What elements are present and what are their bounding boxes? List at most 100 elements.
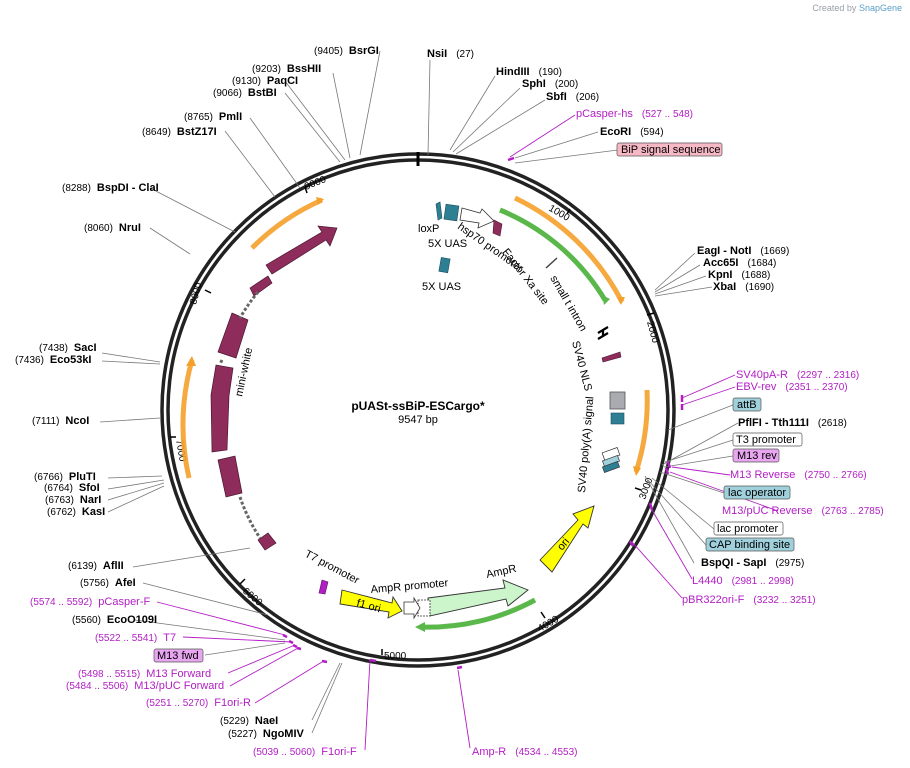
mini-white-gene	[210, 225, 338, 551]
feature-small-t-intron: small t intron	[547, 274, 589, 334]
bip-signal-glyph	[492, 219, 503, 237]
site-kasi: (6762)KasI	[47, 506, 105, 518]
site-ngomiv: (5227)NgoMIV	[228, 728, 305, 740]
primer-f1ori-r: (5251 .. 5270)F1ori-R	[146, 697, 251, 709]
green-arc-ampr	[419, 597, 537, 630]
site-eagi-noti: EagI - NotI(1669)	[697, 245, 789, 257]
tick-5000: 5000	[384, 651, 407, 662]
site-bspdi-clai: (8288)BspDI - ClaI	[62, 182, 159, 194]
boxed-lac-promoter: lac promoter	[717, 523, 778, 535]
ori-arrow	[539, 505, 595, 573]
f1-ori-arrow	[339, 589, 403, 619]
site-ecoo109i: (5560)EcoO109I	[72, 614, 157, 626]
site-kpni: KpnI(1688)	[708, 269, 770, 281]
site-nsii: NsiI(27)	[427, 48, 474, 60]
uas-box-1	[443, 203, 460, 222]
tick-9000: 9000	[303, 174, 328, 193]
box-lac-promoter	[713, 521, 784, 536]
hsp70-promoter-arrow	[459, 207, 495, 229]
site-ecori: EcoRI(594)	[600, 126, 664, 138]
site-sbfi: SbfI(206)	[546, 91, 599, 103]
site-bspqi-sapi: BspQI - SapI(2975)	[701, 557, 804, 569]
boxed-cap-binding-site: CAP binding site	[709, 539, 790, 551]
box-leader-lines	[204, 149, 734, 656]
primer-m13-forward: (5498 .. 5515)M13 Forward	[78, 668, 211, 680]
site-ncoi: (7111)NcoI	[32, 415, 89, 427]
site-afei: (5756)AfeI	[80, 577, 136, 589]
snapgene-brand: SnapGene	[858, 3, 902, 13]
primer-m13-puc-reverse: M13/pUC Reverse(2763 .. 2785)	[722, 505, 884, 517]
primer-m13-puc-forward: (5484 .. 5506)M13/pUC Forward	[66, 680, 224, 692]
boxed-attb: attB	[737, 399, 757, 411]
orange-arc-left	[180, 359, 195, 479]
feature-5x-uas-1: 5X UAS	[428, 238, 467, 250]
feature-factor-xa-site: Factor Xa site	[500, 246, 551, 307]
sv40-nls-glyph	[601, 351, 622, 363]
boxed-lac-operator: lac operator	[728, 487, 786, 499]
boxed-m13-rev: M13 rev	[737, 450, 777, 462]
feature-5x-uas-2: 5X UAS	[422, 281, 461, 293]
feature-sv40-nls: SV40 NLS	[569, 340, 594, 393]
box-m13-rev	[732, 448, 780, 463]
t7-promoter-glyph	[318, 579, 329, 595]
site-naei: (5229)NaeI	[220, 715, 278, 727]
box-lac-operator	[723, 485, 791, 500]
orange-arc-bip	[513, 195, 625, 304]
site-hindiii: HindIII(190)	[496, 66, 562, 78]
site-xbai: XbaI(1690)	[713, 281, 774, 293]
site-nrui: (8060)NruI	[84, 222, 141, 234]
attb-glyph	[609, 391, 626, 410]
site-saci: (7438)SacI	[39, 342, 97, 354]
primer-pcasper-f: (5574 .. 5592)pCasper-F	[30, 596, 151, 608]
box-bip-signal-sequence	[616, 142, 723, 157]
boxed-t3-promoter: T3 promoter	[736, 434, 796, 446]
plasmid-length: 9547 bp	[398, 414, 438, 426]
ampr-promoter-arrow	[403, 596, 421, 620]
site-eco53ki: (7436)Eco53kI	[15, 354, 92, 366]
loxp-marker	[435, 201, 443, 221]
primer-t7: (5522 .. 5541)T7	[95, 632, 176, 644]
arc-arrowheads	[186, 197, 641, 632]
site-pflfi-tth111i: PflFI - Tth111I(2618)	[738, 417, 847, 429]
orange-arc-top	[250, 197, 324, 250]
primer-f1ori-f: (5039 .. 5060)F1ori-F	[253, 746, 357, 758]
boxed-bip-signal-sequence: BiP signal sequence	[621, 144, 720, 156]
ampr-arrow	[427, 579, 529, 617]
primer-leader-lines	[156, 114, 779, 751]
leader-lines	[99, 50, 739, 734]
attb-glyph-2	[610, 412, 625, 425]
boxed-m13-fwd: M13 fwd	[157, 650, 199, 662]
box-cap-binding-site	[705, 537, 795, 552]
factor-xa-glyph	[545, 257, 558, 269]
primer-ebv-rev: EBV-rev(2351 .. 2370)	[736, 381, 848, 393]
feature-t7-promoter: T7 promoter	[303, 548, 362, 587]
small-t-intron-glyph	[597, 326, 609, 340]
site-paqci: (9130)PaqCI	[232, 75, 298, 87]
snapgene-credit: Created by SnapGene	[812, 3, 902, 13]
primer-marks	[282, 156, 684, 670]
primer-pcasper-hs: pCasper-hs(527 .. 548)	[576, 108, 693, 120]
site-bsshii: (9203)BssHII	[252, 63, 321, 75]
primer-m13-reverse: M13 Reverse(2750 .. 2766)	[730, 469, 867, 481]
tick-8000: 8000	[188, 281, 204, 306]
green-arc-bip	[499, 207, 608, 302]
primer-l4440: L4440(2981 .. 2998)	[692, 575, 794, 587]
box-t3-promoter	[732, 432, 803, 447]
site-sphi: SphI(200)	[522, 78, 578, 90]
primer-sv40pa-r: SV40pA-R(2297 .. 2316)	[736, 369, 859, 381]
site-bsrgi: (9405)BsrGI	[314, 45, 379, 57]
feature-sv40-polya: SV40 poly(A) signal	[576, 396, 596, 493]
site-bstbi: (9066)BstBI	[213, 87, 277, 99]
feature-ampr-promoter: AmpR promoter	[370, 577, 449, 596]
box-m13-fwd	[153, 648, 204, 663]
feature-ampr: AmpR	[485, 563, 517, 581]
site-acc65i: Acc65I(1684)	[703, 257, 776, 269]
promoter-cluster-glyph	[601, 447, 621, 474]
plasmid-name: pUASt-ssBiP-ESCargo*	[351, 399, 485, 413]
feature-loxp: loxP	[418, 223, 439, 235]
primer-amp-r: Amp-R(4534 .. 4553)	[472, 746, 578, 758]
site-sfoi: (6764)SfoI	[44, 482, 100, 494]
primer-pbr322ori-f: pBR322ori-F(3232 .. 3251)	[682, 594, 816, 606]
uas-box-2	[438, 257, 451, 274]
